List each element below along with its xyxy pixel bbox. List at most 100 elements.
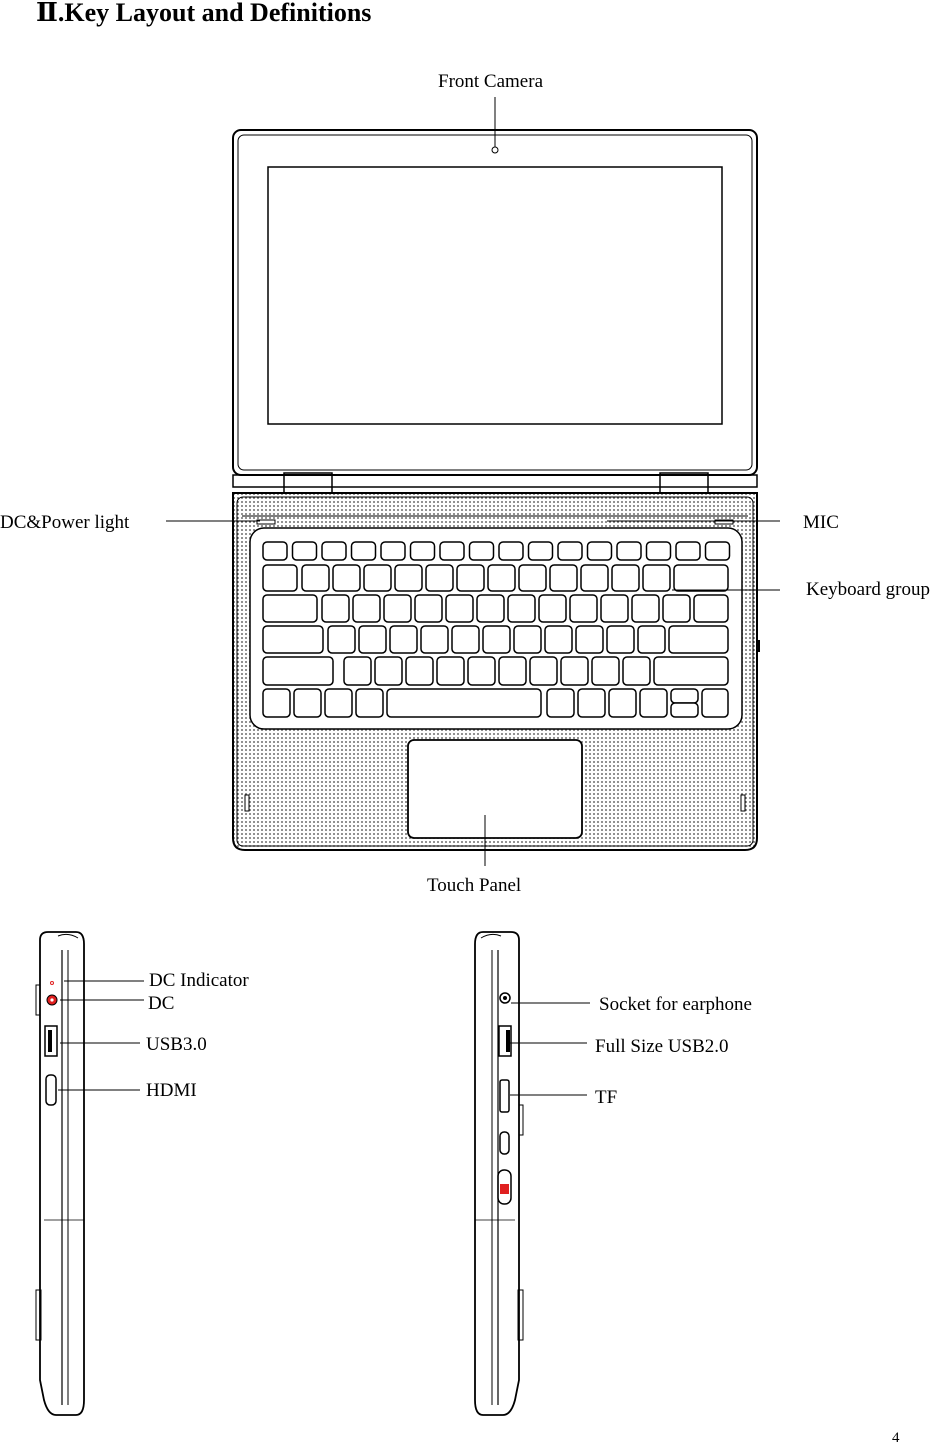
keyboard-key bbox=[622, 656, 651, 686]
keyboard-key bbox=[321, 594, 350, 623]
keyboard-key bbox=[262, 688, 291, 718]
leader-lines-left bbox=[58, 980, 144, 1091]
keyboard-key bbox=[374, 656, 403, 686]
keyboard-key bbox=[262, 656, 334, 686]
keyboard-key bbox=[606, 625, 635, 654]
keyboard-key bbox=[538, 594, 567, 623]
usb3-port bbox=[44, 1025, 58, 1057]
label-hdmi: HDMI bbox=[146, 1080, 197, 1101]
keyboard-key bbox=[527, 541, 554, 561]
hdmi-port bbox=[45, 1074, 57, 1106]
keyboard-key bbox=[631, 594, 660, 623]
keyboard-key bbox=[436, 656, 465, 686]
keyboard-key bbox=[529, 656, 558, 686]
page-heading: Ⅱ.Key Layout and Definitions bbox=[36, 0, 372, 27]
keyboard-key bbox=[363, 564, 392, 592]
label-keyboard-group: Keyboard group bbox=[806, 579, 930, 600]
keyboard-key bbox=[262, 564, 298, 592]
keyboard-key bbox=[468, 541, 495, 561]
keyboard-key bbox=[642, 564, 671, 592]
keyboard-key bbox=[332, 564, 361, 592]
keyboard-key bbox=[343, 656, 372, 686]
keyboard-key bbox=[445, 594, 474, 623]
keyboard-key bbox=[701, 688, 729, 718]
label-touch-panel: Touch Panel bbox=[427, 875, 522, 896]
keyboard-key bbox=[386, 688, 542, 718]
label-usb20: Full Size USB2.0 bbox=[595, 1036, 729, 1057]
keyboard-key bbox=[645, 541, 672, 561]
laptop-top-view bbox=[232, 129, 760, 851]
keyboard-key bbox=[670, 702, 699, 718]
keyboard-key bbox=[653, 656, 729, 686]
keyboard-key bbox=[577, 688, 606, 718]
keyboard-key bbox=[324, 688, 353, 718]
keyboard-key bbox=[327, 625, 356, 654]
keyboard-key bbox=[518, 564, 547, 592]
tf-slot bbox=[499, 1079, 510, 1113]
keyboard-key bbox=[608, 688, 637, 718]
keyboard-key bbox=[476, 594, 505, 623]
keyboard-key bbox=[482, 625, 511, 654]
keyboard-key bbox=[600, 594, 629, 623]
keyboard-key bbox=[616, 541, 642, 561]
keyboard-key bbox=[291, 541, 318, 561]
keyboard-key bbox=[575, 625, 604, 654]
keyboard-key bbox=[321, 541, 347, 561]
keyboard-key bbox=[569, 594, 598, 623]
label-front-camera: Front Camera bbox=[438, 71, 544, 92]
keyboard-key bbox=[557, 541, 583, 561]
keyboard-key bbox=[405, 656, 434, 686]
keyboard-key bbox=[409, 541, 436, 561]
page-number: 4 bbox=[892, 1430, 900, 1446]
keyboard-key bbox=[675, 541, 701, 561]
keyboard-key bbox=[591, 656, 620, 686]
label-dc: DC bbox=[148, 993, 175, 1014]
keyboard-key bbox=[262, 594, 318, 623]
keyboard-key bbox=[352, 594, 381, 623]
usb2-port bbox=[498, 1025, 512, 1057]
laptop-screen bbox=[267, 166, 723, 425]
keyboard-key bbox=[693, 594, 729, 623]
keyboard-key bbox=[513, 625, 542, 654]
keyboard-key bbox=[451, 625, 480, 654]
switch bbox=[497, 1169, 512, 1205]
label-tf: TF bbox=[595, 1087, 618, 1108]
label-usb30: USB3.0 bbox=[146, 1034, 207, 1055]
keyboard-key bbox=[639, 688, 668, 718]
keyboard-key bbox=[389, 625, 418, 654]
keyboard-key bbox=[544, 625, 573, 654]
label-dc-indicator: DC Indicator bbox=[149, 970, 249, 991]
keyboard-key bbox=[546, 688, 575, 718]
keyboard-key bbox=[425, 564, 454, 592]
keyboard-key bbox=[673, 564, 729, 592]
keyboard-keys bbox=[262, 541, 731, 718]
keyboard-key bbox=[467, 656, 496, 686]
keyboard-key bbox=[355, 688, 384, 718]
keyboard-key bbox=[420, 625, 449, 654]
keyboard-key bbox=[507, 594, 536, 623]
keyboard-key bbox=[350, 541, 377, 561]
keyboard-key bbox=[262, 625, 324, 654]
keyboard-key bbox=[383, 594, 412, 623]
camera-lens bbox=[491, 146, 499, 154]
keyboard-key bbox=[293, 688, 322, 718]
keyboard-key bbox=[704, 541, 731, 561]
keyboard-key bbox=[394, 564, 423, 592]
leader-lines-right bbox=[510, 1002, 590, 1096]
leader-lines-top bbox=[166, 97, 780, 866]
keyboard-key bbox=[549, 564, 578, 592]
left-side-view bbox=[35, 931, 85, 1416]
keyboard-key bbox=[586, 541, 613, 561]
keyboard-key bbox=[637, 625, 666, 654]
label-earphone-socket: Socket for earphone bbox=[599, 994, 752, 1015]
keyboard-key bbox=[670, 688, 699, 704]
keyboard-key bbox=[487, 564, 516, 592]
keyboard-key bbox=[358, 625, 387, 654]
keyboard-key bbox=[611, 564, 640, 592]
touchpad bbox=[407, 739, 583, 839]
label-dc-power-light: DC&Power light bbox=[0, 512, 130, 533]
keyboard-key bbox=[262, 541, 288, 561]
keyboard-key bbox=[560, 656, 589, 686]
keyboard-key bbox=[668, 625, 729, 654]
